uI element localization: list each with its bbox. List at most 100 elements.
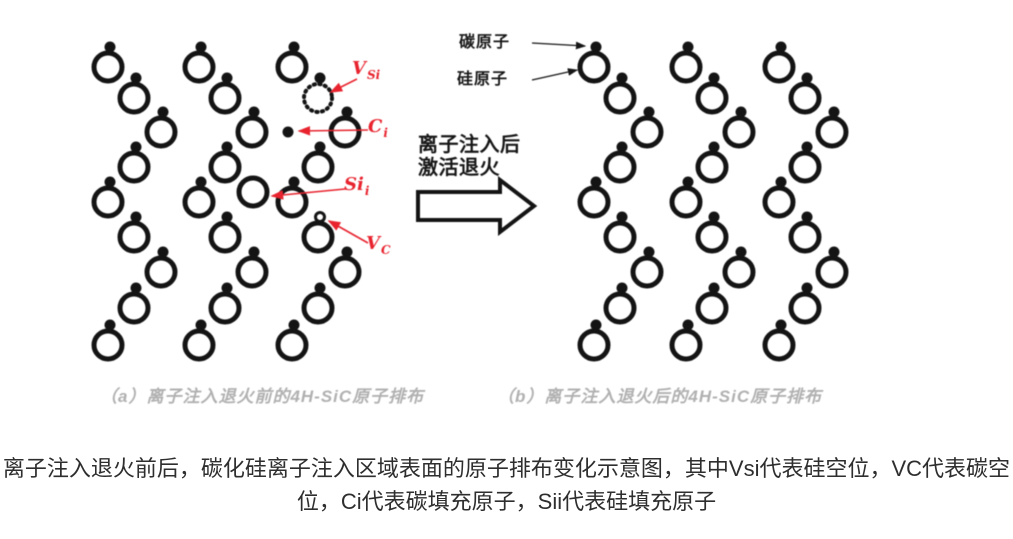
carbon-atom-dot	[314, 72, 326, 84]
carbon-atom-dot	[314, 141, 326, 153]
silicon-atom-circle	[144, 255, 178, 289]
process-arrow-icon	[416, 175, 538, 237]
carbon-atom-dot	[221, 141, 233, 153]
carbon-atom-dot	[616, 282, 628, 294]
silicon-atom-circle	[788, 220, 822, 254]
silicon-atom-circle	[669, 185, 703, 219]
defect-annotation-arrows	[270, 78, 369, 244]
carbon-interstitial-dot	[282, 126, 294, 138]
carbon-atom-dot	[708, 211, 720, 223]
carbon-atom-dot	[221, 282, 233, 294]
carbon-atom-dot	[828, 246, 840, 258]
silicon-atom-circle	[788, 150, 822, 184]
label-carbon-interstitial: Ci	[368, 118, 388, 142]
silicon-atom-circle	[144, 115, 178, 149]
label-main: C	[368, 116, 383, 137]
carbon-atom-dot	[221, 211, 233, 223]
silicon-atom-circle	[603, 150, 637, 184]
figure-image: VSi Ci Sii VC 碳原子 硅原子 离子注入后 激活退火 （a）离子注入…	[91, 34, 849, 406]
silicon-atom-circle	[91, 50, 125, 84]
carbon-atom-dot	[801, 211, 813, 223]
silicon-atom-circle	[669, 328, 703, 362]
carbon-atom-dot	[775, 41, 787, 53]
carbon-atom-dot	[195, 41, 207, 53]
silicon-atom-circle	[695, 291, 729, 325]
legend-label-carbon-atom: 碳原子	[459, 34, 511, 51]
silicon-atom-circle	[603, 81, 637, 115]
carbon-atom-dot	[157, 106, 169, 118]
figure-description-line2: 位，Ci代表碳填充原子，Sii代表硅填充原子	[296, 489, 717, 514]
right-panel-atoms	[577, 41, 849, 362]
carbon-atom-dot	[801, 141, 813, 153]
carbon-atom-dot	[775, 176, 787, 188]
silicon-atom-circle	[301, 291, 335, 325]
carbon-atom-dot	[130, 282, 142, 294]
legend-pointer-lines	[531, 41, 587, 81]
silicon-atom-circle	[762, 50, 796, 84]
carbon-atom-dot	[616, 141, 628, 153]
label-sub: C	[380, 242, 391, 257]
carbon-atom-dot	[682, 319, 694, 331]
carbon-atom-dot	[682, 176, 694, 188]
silicon-atom-circle	[630, 115, 664, 149]
silicon-atom-circle	[182, 185, 216, 219]
carbon-atom-dot	[288, 41, 300, 53]
carbon-atom-dot	[341, 246, 353, 258]
label-carbon-vacancy: VC	[366, 235, 391, 259]
defect-arrow	[270, 188, 346, 200]
carbon-atom-dot	[104, 41, 116, 53]
caption-panel-b: （b）离子注入退火后的4H-SiC原子排布	[497, 387, 823, 406]
silicon-atom-circle	[117, 81, 151, 115]
silicon-atom-circle	[815, 255, 849, 289]
label-sub: i	[383, 125, 388, 140]
legend-label-silicon-atom: 硅原子	[457, 71, 509, 88]
figure-description: 离子注入退火前后，碳化硅离子注入区域表面的原子排布变化示意图，其中Vsi代表硅空…	[0, 452, 1013, 518]
silicon-atom-circle	[603, 220, 637, 254]
legend-pointer-line	[531, 68, 579, 81]
silicon-atom-circle	[762, 328, 796, 362]
silicon-atom-circle	[722, 255, 756, 289]
carbon-atom-dot	[288, 319, 300, 331]
silicon-atom-circle	[301, 150, 335, 184]
carbon-atom-dot	[195, 176, 207, 188]
silicon-atom-circle	[328, 115, 362, 149]
carbon-atom-dot	[682, 41, 694, 53]
silicon-atom-circle	[669, 50, 703, 84]
carbon-atom-dot	[735, 106, 747, 118]
carbon-atom-dot	[590, 319, 602, 331]
defect-arrow	[327, 220, 369, 244]
silicon-atom-circle	[722, 115, 756, 149]
silicon-atom-circle	[182, 328, 216, 362]
silicon-vacancy-dotted-circle	[302, 82, 334, 114]
carbon-atom-dot	[616, 72, 628, 84]
silicon-atom-circle	[117, 150, 151, 184]
carbon-atom-dot	[708, 141, 720, 153]
silicon-atom-circle	[603, 291, 637, 325]
carbon-atom-dot	[288, 176, 300, 188]
defect-arrow	[297, 126, 369, 136]
carbon-atom-dot	[341, 106, 353, 118]
carbon-atom-dot	[643, 106, 655, 118]
left-panel-atoms	[91, 41, 362, 362]
carbon-atom-dot	[130, 211, 142, 223]
silicon-atom-circle	[695, 150, 729, 184]
silicon-atom-circle	[788, 81, 822, 115]
carbon-atom-dot	[130, 72, 142, 84]
silicon-atom-circle	[577, 185, 611, 219]
carbon-atom-dot	[708, 72, 720, 84]
silicon-atom-circle	[815, 115, 849, 149]
process-text-line1: 离子注入后	[418, 134, 521, 156]
silicon-atom-circle	[182, 50, 216, 84]
carbon-atom-dot	[248, 246, 260, 258]
legend-pointer-line	[531, 41, 587, 50]
label-sub: Si	[366, 67, 381, 82]
silicon-atom-circle	[236, 175, 270, 209]
silicon-atom-circle	[235, 255, 269, 289]
silicon-atom-circle	[208, 81, 242, 115]
carbon-atom-dot	[801, 72, 813, 84]
carbon-vacancy-circle	[314, 211, 326, 223]
carbon-atom-dot	[248, 106, 260, 118]
carbon-atom-dot	[828, 106, 840, 118]
carbon-atom-dot	[221, 72, 233, 84]
silicon-atom-circle	[301, 220, 335, 254]
